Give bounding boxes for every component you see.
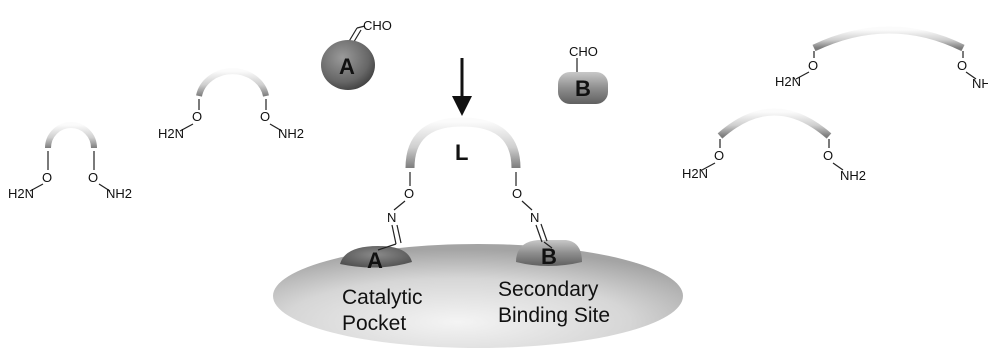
protein-target: A B Catalytic Pocket Secondary Binding S… xyxy=(273,240,683,348)
oxygen-label: O xyxy=(192,109,202,124)
linker-unbound-2: O O H2N NH2 xyxy=(158,68,304,141)
down-arrow-icon xyxy=(452,58,472,116)
amine-right-label: NH2 xyxy=(972,76,988,91)
oxygen-label: O xyxy=(404,186,414,201)
aldehyde-label: CHO xyxy=(363,18,392,33)
oxygen-label: O xyxy=(88,170,98,185)
secondary-site-label-line1: Secondary xyxy=(498,278,599,301)
secondary-site-fragment-b: B xyxy=(516,240,582,269)
amine-left-label: H2N xyxy=(8,186,34,201)
oxygen-label: O xyxy=(714,148,724,163)
oxygen-label: O xyxy=(808,58,818,73)
linker-unbound-1: O O H2N NH2 xyxy=(8,122,132,201)
bound-fragment-b-label: B xyxy=(541,244,557,269)
fragment-b: CHO B xyxy=(558,44,608,104)
oxygen-label: O xyxy=(957,58,967,73)
oxygen-label: O xyxy=(260,109,270,124)
nitrogen-label: N xyxy=(387,210,396,225)
amine-left-label: H2N xyxy=(775,74,801,89)
amine-right-label: NH2 xyxy=(106,186,132,201)
catalytic-pocket-label-line1: Catalytic xyxy=(342,286,423,309)
bound-fragment-a-label: A xyxy=(367,248,383,273)
oxygen-label: O xyxy=(512,186,522,201)
fragment-a: CHO A xyxy=(321,18,392,90)
fragment-b-label: B xyxy=(575,76,591,101)
linker-unbound-3: O O H2N NH2 xyxy=(775,26,988,91)
fragment-a-label: A xyxy=(339,54,355,79)
secondary-site-label-line2: Binding Site xyxy=(498,304,610,327)
nitrogen-label: N xyxy=(530,210,539,225)
linker-label: L xyxy=(455,140,468,165)
amine-right-label: NH2 xyxy=(840,168,866,183)
catalytic-pocket-label-line2: Pocket xyxy=(342,312,406,335)
amine-left-label: H2N xyxy=(682,166,708,181)
oxygen-label: O xyxy=(42,170,52,185)
oxygen-label: O xyxy=(823,148,833,163)
linker-unbound-4: O O H2N NH2 xyxy=(682,108,866,183)
aldehyde-label: CHO xyxy=(569,44,598,59)
linker-bound: L O O N N xyxy=(377,117,553,251)
amine-left-label: H2N xyxy=(158,126,184,141)
catalytic-pocket-fragment-a: A xyxy=(340,246,412,273)
amine-right-label: NH2 xyxy=(278,126,304,141)
